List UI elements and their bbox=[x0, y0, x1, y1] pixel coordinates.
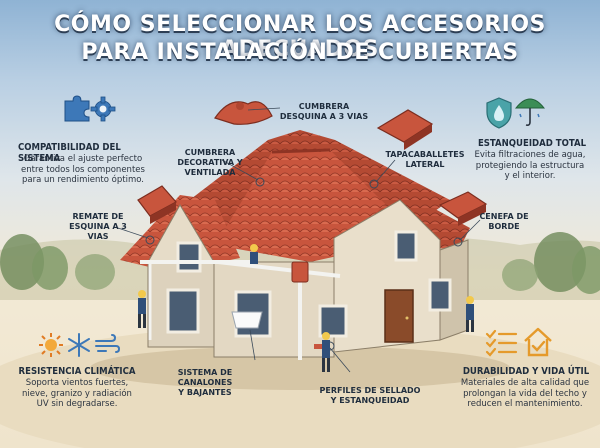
estanqueidad-line: Evita filtraciones de agua, bbox=[474, 150, 586, 160]
estanqueidad-line: protegiendo la estructura bbox=[475, 160, 585, 171]
compatibilidad-heading: COMPATIBILIDAD DEL SISTEMA bbox=[18, 142, 121, 164]
compatibilidad-line: para un rendimiento óptimo. bbox=[22, 175, 144, 185]
worker-front bbox=[314, 332, 330, 372]
callout-line: LATERAL bbox=[405, 160, 445, 169]
callout-cumbrera-decorativa: CUMBRERA DECORATIVA Y VENTILADA bbox=[170, 148, 250, 178]
resistencia-description: Soporta vientos fuertes, nieve, granizo … bbox=[12, 378, 142, 410]
estanqueidad-heading: ESTANQUEIDAD TOTAL bbox=[477, 138, 587, 149]
umbrella-icon bbox=[514, 98, 546, 126]
callout-perfiles-sellado: PERFILES DE SELLADO Y ESTANQUEIDAD bbox=[318, 386, 422, 406]
callout-line: SISTEMA DE CANALONES bbox=[177, 368, 233, 387]
corner-finish-piece bbox=[137, 185, 177, 224]
worker-left bbox=[138, 290, 146, 328]
wind-icon bbox=[95, 334, 120, 353]
durabilidad-line: reducen el mantenimiento. bbox=[467, 399, 583, 409]
durabilidad-line: prolongan la vida del techo y bbox=[463, 388, 587, 399]
worker-roof bbox=[250, 244, 258, 264]
page-title-line-1: CÓMO SELECCIONAR LOS ACCESORIOS ADECUADO… bbox=[54, 12, 546, 62]
compatibilidad-description: Garantiza el ajuste perfecto entre todos… bbox=[18, 154, 148, 186]
callout-line: TAPACABALLETES bbox=[385, 150, 465, 159]
checklist-icon bbox=[485, 329, 518, 357]
compatibilidad-line: Garantiza el ajuste perfecto bbox=[23, 154, 143, 164]
resistencia-line: nieve, granizo y radiación bbox=[22, 388, 132, 399]
callout-line: PERFILES DE SELLADO bbox=[319, 386, 421, 395]
worker-right bbox=[466, 296, 474, 332]
estanqueidad-line: y el interior. bbox=[504, 171, 556, 181]
page-title-line-2: PARA INSTALACIÓN DE CUBIERTAS bbox=[81, 40, 519, 65]
durabilidad-heading: DURABILIDAD Y VIDA ÚTIL bbox=[462, 366, 590, 377]
compatibilidad-line: entre todos los componentes bbox=[21, 164, 145, 175]
callout-line: CENEFA DE bbox=[479, 212, 529, 221]
callout-canalones: SISTEMA DE CANALONES Y BAJANTES bbox=[150, 368, 260, 398]
callout-line: DESQUINA A 3 VIAS bbox=[279, 112, 369, 121]
puzzle-icon bbox=[64, 95, 90, 122]
durabilidad-line: Materiales de alta calidad que bbox=[460, 378, 590, 388]
resistencia-heading: RESISTENCIA CLIMÁTICA bbox=[18, 366, 136, 377]
resistencia-line: UV sin degradarse. bbox=[36, 399, 118, 409]
callout-line: CUMBRERA bbox=[298, 102, 350, 111]
water-shield-icon bbox=[486, 97, 512, 129]
callout-line: DECORATIVA Y bbox=[177, 158, 243, 167]
callout-line: REMATE DE bbox=[72, 212, 124, 221]
durabilidad-description: Materiales de alta calidad que prolongan… bbox=[452, 378, 598, 410]
sun-icon bbox=[39, 333, 63, 357]
decorative-ridge-piece bbox=[214, 101, 273, 125]
gear-icon bbox=[90, 96, 116, 122]
callout-line: BORDE bbox=[488, 222, 520, 231]
callout-line: VENTILADA bbox=[184, 168, 236, 177]
estanqueidad-description: Evita filtraciones de agua, protegiendo … bbox=[462, 150, 598, 182]
callout-line: Y ESTANQUEIDAD bbox=[330, 396, 410, 405]
three-way-ridge-piece bbox=[376, 109, 434, 150]
edge-trim-piece bbox=[438, 191, 488, 226]
snowflake-icon bbox=[68, 333, 90, 357]
callout-line: Y BAJANTES bbox=[178, 388, 232, 397]
resistencia-line: Soporta vientos fuertes, bbox=[25, 378, 129, 388]
callout-tapacaballetes: TAPACABALLETES LATERAL bbox=[382, 150, 468, 170]
callout-line: CUMBRERA bbox=[184, 148, 236, 157]
callout-line: ESQUINA A 3 VIAS bbox=[69, 222, 127, 241]
callout-cumbrera-3-vias: CUMBRERA DESQUINA A 3 VIAS bbox=[276, 102, 372, 122]
callout-remate-esquina: REMATE DE ESQUINA A 3 VIAS bbox=[58, 212, 138, 242]
house-check-icon bbox=[524, 327, 552, 357]
callout-cenefa-borde: CENEFA DE BORDE bbox=[474, 212, 534, 232]
